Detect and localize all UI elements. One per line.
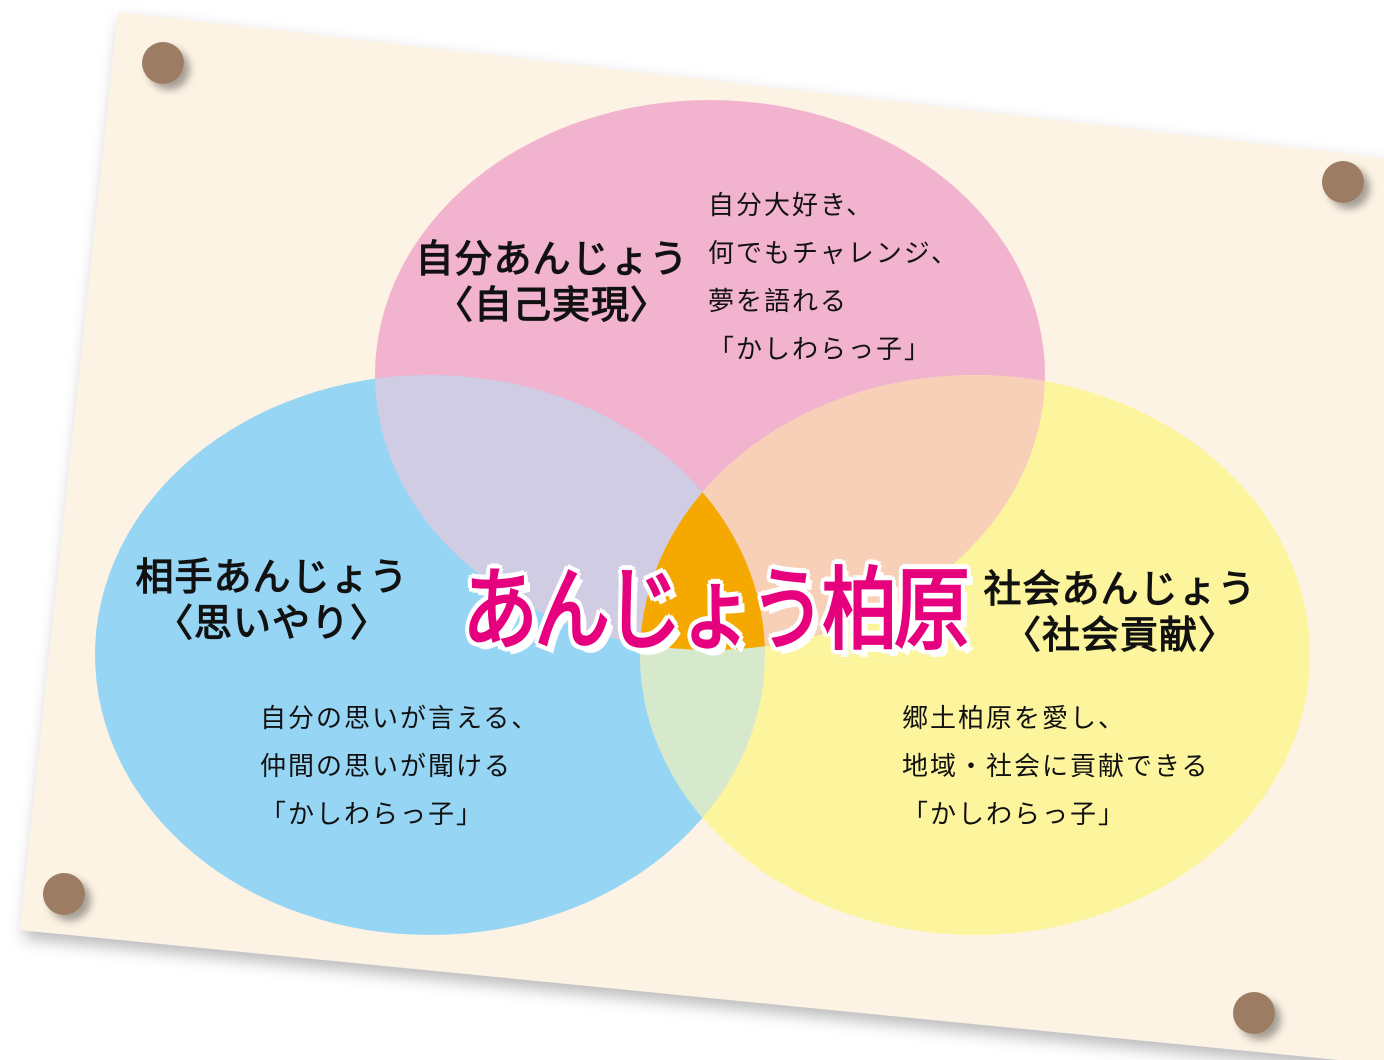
top-desc-line-4: 「かしわらっ子」 xyxy=(708,335,933,365)
center-title: あんじょう柏原 xyxy=(462,557,970,663)
pin-bottom-left xyxy=(43,873,85,915)
right-title-line2: 〈社会貢献〉 xyxy=(1002,613,1237,657)
pin-top-right xyxy=(1322,161,1364,203)
right-desc-line-3: 「かしわらっ子」 xyxy=(902,800,1127,830)
pin-bottom-right xyxy=(1233,992,1275,1034)
top-circle-title: 自分あんじょう 〈自己実現〉 xyxy=(412,236,692,328)
left-desc-line-2: 仲間の思いが聞ける xyxy=(260,752,513,782)
left-title-line1: 相手あんじょう xyxy=(135,555,409,599)
top-desc-line-3: 夢を語れる xyxy=(708,287,849,317)
right-desc-line-1: 郷土柏原を愛し、 xyxy=(902,704,1127,734)
right-circle-description: 郷土柏原を愛し、 地域・社会に貢献できる 「かしわらっ子」 xyxy=(902,695,1209,839)
top-title-line1: 自分あんじょう xyxy=(415,237,689,281)
top-desc-line-2: 何でもチャレンジ、 xyxy=(708,239,959,269)
top-title-line2: 〈自己実現〉 xyxy=(434,283,669,327)
overlap-top-right xyxy=(640,375,1045,650)
right-circle-title: 社会あんじょう 〈社会貢献〉 xyxy=(978,566,1262,658)
top-desc-line-1: 自分大好き、 xyxy=(708,191,875,221)
pin-top-left xyxy=(142,42,184,84)
overlap-top-left xyxy=(375,375,765,650)
left-circle-description: 自分の思いが言える、 仲間の思いが聞ける 「かしわらっ子」 xyxy=(260,695,539,839)
left-desc-line-3: 「かしわらっ子」 xyxy=(260,800,485,830)
left-circle-title: 相手あんじょう 〈思いやり〉 xyxy=(130,554,414,646)
left-desc-line-1: 自分の思いが言える、 xyxy=(260,704,540,734)
top-circle-description: 自分大好き、 何でもチャレンジ、 夢を語れる 「かしわらっ子」 xyxy=(708,182,959,374)
right-desc-line-2: 地域・社会に貢献できる xyxy=(902,752,1210,782)
right-title-line1: 社会あんじょう xyxy=(983,567,1257,611)
left-title-line2: 〈思いやり〉 xyxy=(154,601,389,645)
